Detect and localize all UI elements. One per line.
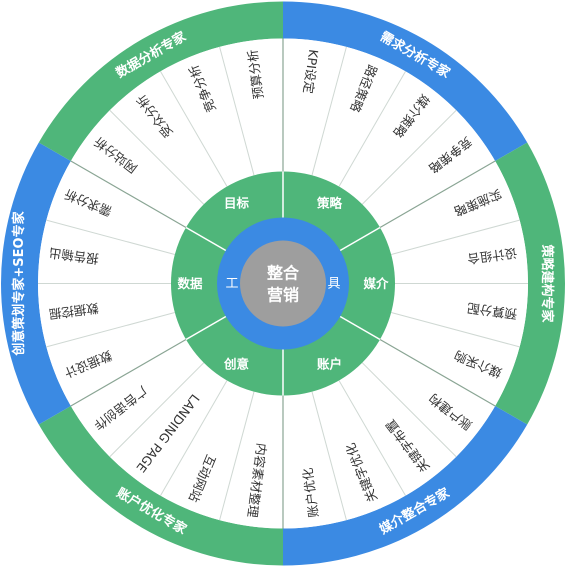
item-divider-line — [109, 362, 205, 458]
inner-ring-divider — [339, 226, 381, 252]
item-divider-line — [338, 71, 406, 187]
tool-label-left: 工 — [225, 277, 238, 292]
item-divider-line — [109, 109, 205, 205]
item-divider-line — [311, 391, 347, 521]
item-divider-line — [379, 160, 496, 229]
item-divider-line — [391, 219, 520, 255]
outer-ring-segment — [283, 406, 528, 566]
item-label: 报告输出 — [48, 245, 100, 266]
outer-ring-segment — [1, 142, 71, 425]
item-divider-line — [160, 380, 228, 496]
item-divider-line — [391, 312, 520, 348]
inner-ring-divider — [339, 315, 381, 341]
item-label: 账户优化 — [300, 466, 321, 518]
inner-sector-label: 媒介 — [363, 276, 389, 291]
item-dividers — [38, 38, 528, 529]
item-divider-line — [361, 109, 457, 205]
item-divider-line — [160, 71, 228, 187]
outer-ring-segment — [283, 1, 528, 161]
item-label: 预算分配 — [466, 300, 518, 321]
inner-ring-divider — [185, 226, 227, 252]
item-divider-line — [219, 46, 255, 176]
item-divider-line — [338, 380, 406, 496]
item-divider-line — [311, 46, 347, 176]
item-divider-line — [70, 338, 187, 407]
outer-ring-segment — [38, 406, 283, 566]
item-divider-line — [46, 219, 175, 255]
item-divider-line — [379, 338, 496, 407]
tool-label-right: 具 — [327, 277, 340, 292]
item-divider-line — [219, 391, 255, 521]
center-title-line2: 营销 — [267, 286, 299, 305]
item-divider-line — [70, 160, 187, 229]
center-circle — [240, 240, 326, 327]
outer-ring-label: 创意策划专家+SEO专家 — [11, 210, 27, 356]
item-divider-line — [361, 362, 457, 458]
item-label: KPI设定 — [301, 49, 322, 95]
inner-sector-label: 创意 — [223, 357, 249, 372]
item-label: 预算分析 — [245, 49, 266, 101]
outer-ring-label: 策略建构专家 — [539, 244, 555, 323]
item-divider-line — [46, 312, 175, 348]
inner-sector-label: 数据 — [176, 276, 203, 291]
inner-ring-divider — [185, 315, 227, 341]
item-label: 数据挖掘 — [48, 300, 100, 321]
outer-ring-segment — [495, 142, 565, 425]
outer-ring-segment — [38, 1, 283, 161]
center-title-line1: 整合 — [266, 264, 300, 283]
inner-sector-label: 目标 — [224, 195, 250, 210]
item-label: 设计组合 — [466, 245, 518, 266]
inner-sector-label: 策略 — [317, 195, 343, 210]
inner-sector-label: 账户 — [317, 357, 342, 372]
